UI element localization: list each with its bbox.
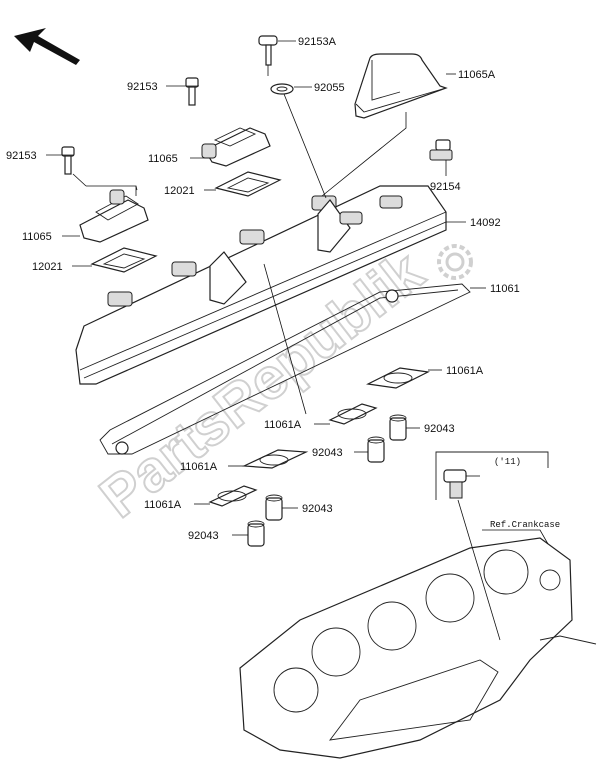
label-11065-top: 11065 — [148, 153, 178, 165]
gear-icon — [437, 244, 473, 280]
dowel-92043-3 — [265, 494, 283, 521]
label-12021-top: 12021 — [164, 185, 195, 197]
label-92043-4: 92043 — [188, 530, 219, 542]
label-92043-3: 92043 — [302, 503, 333, 515]
dowel-92043-1 — [389, 414, 407, 441]
plug-gasket-11061A-1 — [366, 367, 430, 389]
label-11061A-1: 11061A — [446, 365, 484, 377]
plug-gasket-11061A-3 — [241, 449, 309, 469]
cover-11065A — [354, 53, 448, 119]
year-note-label: ('11) — [494, 457, 521, 467]
part-labels: 92153A 92055 92153 11065A 92153 11065 92… — [6, 36, 560, 542]
plug-gasket-11061A-2 — [328, 403, 378, 425]
bolt-92153-left — [61, 146, 75, 175]
label-92153-left: 92153 — [6, 150, 37, 162]
leader-lines — [46, 40, 549, 641]
label-11065-left: 11065 — [22, 231, 52, 243]
plug-gasket-11061A-4 — [208, 485, 258, 507]
label-11061A-4: 11061A — [144, 499, 182, 511]
breather-cover-11065-top — [201, 127, 271, 167]
label-92043-2: 92043 — [312, 447, 343, 459]
label-92055: 92055 — [314, 82, 345, 94]
label-92043-1: 92043 — [424, 423, 455, 435]
plug-92154 — [429, 139, 453, 161]
label-92154: 92154 — [430, 181, 461, 193]
bolt-92153A — [258, 35, 278, 66]
bolt-92153-top — [185, 77, 199, 106]
label-11061: 11061 — [490, 283, 520, 295]
label-92153-top: 92153 — [127, 81, 158, 93]
dowel-92043-2 — [367, 436, 385, 463]
label-11061A-3: 11061A — [180, 461, 218, 473]
breather-cover-11065-left — [79, 189, 149, 243]
label-11061A-2: 11061A — [264, 419, 302, 431]
cylinder-head-cover-14092 — [75, 185, 447, 385]
direction-arrow-icon — [14, 28, 80, 65]
gasket-12021-left — [90, 247, 158, 273]
label-92153A: 92153A — [298, 36, 337, 48]
label-ref-crankcase: Ref.Crankcase — [490, 520, 560, 530]
crankcase-reference — [239, 537, 597, 759]
washer-92055 — [270, 83, 294, 95]
gasket-12021-top — [214, 171, 282, 197]
label-12021-left: 12021 — [32, 261, 63, 273]
head-cover-gasket-11061 — [99, 283, 471, 455]
label-11065A: 11065A — [458, 69, 496, 81]
year-note-box: ('11) — [435, 451, 549, 500]
dowel-92043-4 — [247, 520, 265, 547]
label-14092: 14092 — [470, 217, 501, 229]
oil-plug — [443, 469, 467, 499]
